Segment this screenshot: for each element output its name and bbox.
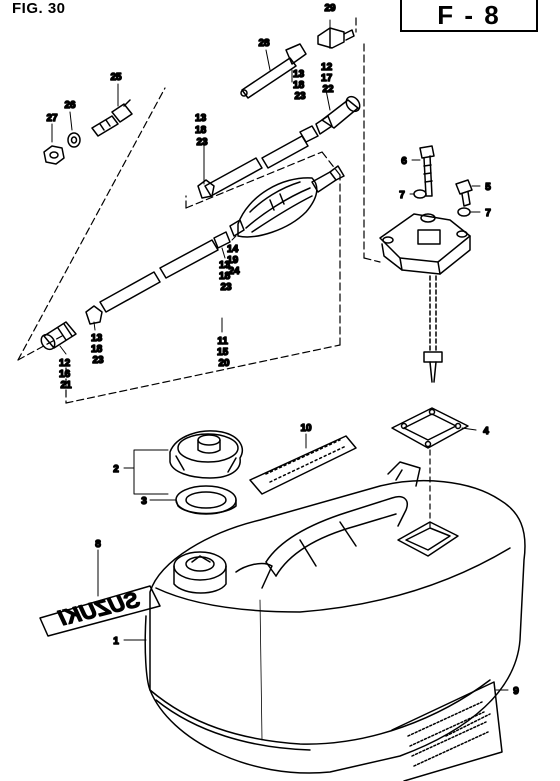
leader-lines <box>51 19 509 691</box>
tank-top-parts <box>169 407 469 531</box>
callout-29: 29 <box>324 3 336 14</box>
pickup-head <box>379 213 471 275</box>
packing-4 <box>391 407 469 449</box>
fuel-cap-2 <box>169 430 243 479</box>
brand-decal-8 <box>39 585 161 637</box>
connector-12-upper <box>315 95 361 135</box>
callout-7-b: 7 <box>485 208 491 219</box>
callout-3: 3 <box>141 496 147 507</box>
callout-5: 5 <box>485 182 491 193</box>
gasket-3 <box>175 485 237 515</box>
callout-26: 26 <box>64 100 76 111</box>
callout-8: 8 <box>95 539 101 550</box>
hose-segment-lower <box>99 231 231 313</box>
callout-7-a: 7 <box>399 190 405 201</box>
hose-clamp-13-upper <box>197 179 215 199</box>
callout-25: 25 <box>110 72 122 83</box>
callout-12-16-21: 12 16 21 <box>59 358 73 391</box>
callout-6: 6 <box>401 156 407 167</box>
hose-28 <box>240 43 307 99</box>
callout-numbers: 29 28 13 18 23 12 17 22 25 26 27 13 18 2… <box>46 2 520 698</box>
connector-29 <box>317 27 355 49</box>
callout-2: 2 <box>113 464 119 475</box>
hose-clamp-13-lower <box>85 305 103 325</box>
callout-12-17-22-a: 12 17 22 <box>321 62 335 95</box>
callout-13-18-23-a: 13 18 23 <box>293 69 307 102</box>
callout-4: 4 <box>483 426 489 437</box>
connector-12-lower <box>40 321 77 351</box>
callout-13-18-23-b: 13 18 23 <box>195 113 209 148</box>
fuel-hose-upper-assembly <box>43 27 361 199</box>
callout-10: 10 <box>300 423 312 434</box>
warning-label-9 <box>391 681 503 781</box>
group-boundary-lines <box>17 17 381 404</box>
screw-5 <box>455 179 473 207</box>
pickup-tube <box>423 275 443 383</box>
page-code-box: F - 8 <box>400 0 538 32</box>
fuel-pickup-assembly <box>379 145 473 383</box>
callout-13-18-23-d: 13 18 23 <box>91 333 105 366</box>
fuel-tank-body-1 <box>144 461 526 774</box>
callout-28: 28 <box>258 38 270 49</box>
washer-26 <box>67 132 81 148</box>
figure-label: FIG. 30 <box>12 0 66 17</box>
primer-bulb-14 <box>229 165 345 238</box>
fuel-hose-lower-assembly <box>40 165 345 351</box>
callout-13-18-23-c: 13 18 23 <box>219 260 233 293</box>
screw-6 <box>419 145 435 197</box>
washer-7-left <box>413 189 427 199</box>
callout-9: 9 <box>513 686 519 697</box>
nut-27 <box>43 145 65 165</box>
hose-segment-upper <box>204 125 319 197</box>
callout-11-15-20: 11 15 20 <box>217 336 231 369</box>
callout-1: 1 <box>113 636 119 647</box>
callout-27: 27 <box>46 113 58 124</box>
label-10 <box>249 435 357 495</box>
brand-decal-text: SUZUKI <box>56 587 142 631</box>
callout-14-19-24: 14 19 24 <box>227 244 241 277</box>
fitting-25 <box>91 99 133 137</box>
washer-7-right <box>457 207 471 217</box>
